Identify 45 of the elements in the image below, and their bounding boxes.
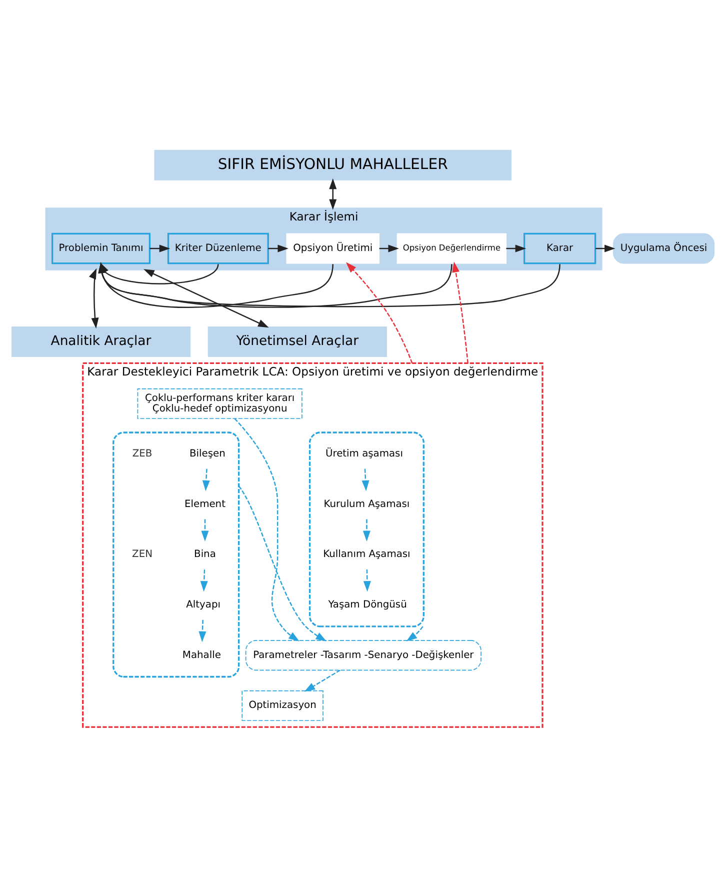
node-box: Opsiyon Üretimi — [286, 232, 380, 264]
arrow — [238, 485, 327, 641]
arrow — [202, 468, 210, 491]
node-box: Karar — [524, 232, 596, 264]
node-box: Analitik Araçlar — [11, 326, 191, 356]
cluster — [308, 431, 424, 627]
node-text: Üretim aşaması — [326, 448, 403, 460]
arrow — [150, 244, 170, 252]
arrow — [506, 244, 526, 252]
node-box: Kriter Düzenleme — [167, 232, 269, 264]
node-box: Optimizasyon — [242, 690, 324, 720]
arrow — [198, 619, 206, 642]
arrow — [144, 268, 269, 328]
node-text: Kullanım Aşaması — [323, 548, 410, 560]
arrow — [304, 669, 340, 692]
node-box: Problemin Tanımı — [52, 232, 151, 264]
node-text: Yaşam Döngüsü — [328, 599, 407, 610]
node-box: Uygulama Öncesi — [613, 232, 715, 264]
arrow — [363, 569, 371, 592]
node-text: Kurulum Aşaması — [324, 498, 410, 510]
cluster — [112, 431, 240, 678]
node-text: Mahalle — [182, 649, 221, 660]
node-text: Bileşen — [190, 448, 226, 460]
label: ZEB — [132, 448, 152, 460]
node-box: Çoklu-performans kriter kararı Çoklu-hedef optimizasyonu — [137, 388, 302, 418]
node-text: Element — [184, 498, 226, 510]
arrow — [596, 244, 616, 252]
arrow — [88, 268, 99, 328]
arrow — [406, 626, 424, 641]
arrow — [200, 569, 208, 592]
arrow — [452, 261, 468, 363]
arrow — [268, 244, 288, 252]
node-box: Yönetimsel Araçlar — [208, 326, 387, 356]
arrow — [362, 468, 370, 491]
node-text: Bina — [194, 548, 216, 560]
arrow — [379, 244, 399, 252]
arrow — [329, 178, 337, 210]
node-box: SIFIR EMİSYONLU MAHALLELER — [154, 149, 512, 180]
node-box: Parametreler -Tasarım -Senaryo -Değişkenler — [245, 640, 482, 670]
arrow — [362, 518, 370, 541]
arrow — [346, 262, 413, 363]
node-box: Opsiyon Değerlendirme — [396, 232, 507, 264]
arrow — [201, 518, 209, 541]
node-text: Altyapı — [186, 599, 220, 610]
label: ZEN — [132, 548, 152, 560]
